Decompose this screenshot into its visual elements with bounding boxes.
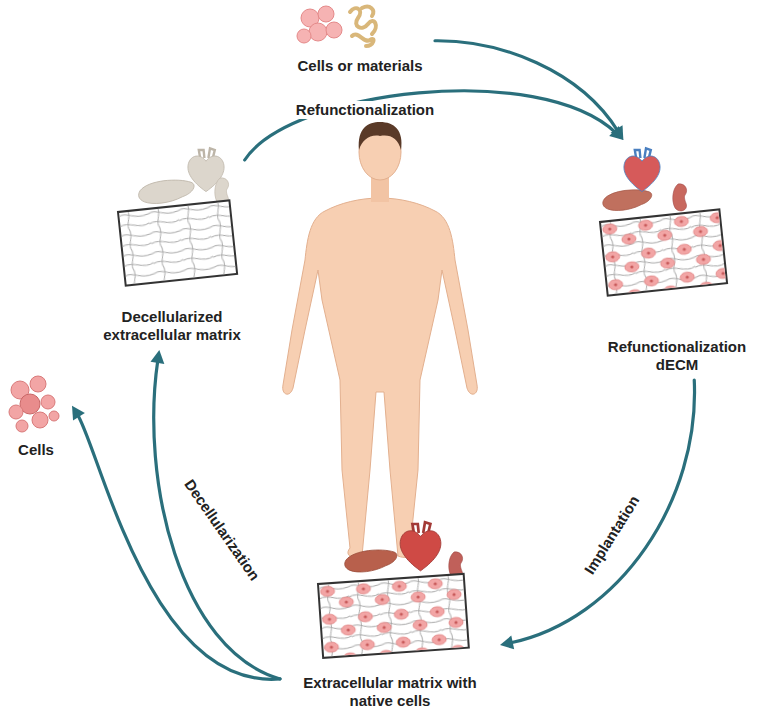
- cycle-arrow: [150, 350, 280, 679]
- arrow-head: [500, 636, 514, 650]
- person-figure: [283, 122, 478, 557]
- cycle-arrow: [72, 406, 280, 679]
- arrow-line: [435, 41, 618, 132]
- node-label: Decellularized extracellular matrix: [92, 308, 252, 344]
- arrow-head: [150, 350, 164, 364]
- arrow-head: [611, 125, 624, 140]
- figure-node: Refunctionalization dECM: [596, 140, 758, 380]
- cycle-arrow: [245, 91, 624, 160]
- figure-node: Extracellular matrix with native cells: [280, 520, 500, 716]
- figure-node: Cells: [0, 370, 72, 465]
- arrow-line: [154, 360, 280, 679]
- refunctionalized-matrix: [600, 209, 727, 295]
- arrow-head: [72, 406, 85, 421]
- edge-label: Refunctionalization: [293, 101, 437, 119]
- decellularized-organs: [139, 148, 229, 204]
- arrow-line: [77, 414, 280, 679]
- node-label: Cells: [1, 441, 71, 459]
- node-label: Refunctionalization dECM: [596, 338, 758, 374]
- figure-node: Cells or materials: [285, 3, 435, 81]
- refunctionalized-organs: [603, 148, 687, 210]
- figure-node: Decellularized extracellular matrix: [92, 160, 252, 350]
- node-label: Extracellular matrix with native cells: [280, 674, 500, 710]
- native-organs: [345, 522, 463, 579]
- released-cells: [9, 376, 59, 432]
- cycle-arrow: [500, 380, 695, 649]
- cycle-arrow: [435, 41, 623, 140]
- arrow-line: [245, 91, 616, 160]
- edge-label: Implantation: [579, 490, 645, 580]
- edge-label: Decellularization: [179, 474, 266, 587]
- arrow-line: [510, 380, 695, 643]
- materials-icon: [350, 7, 376, 46]
- node-label: Cells or materials: [285, 57, 435, 75]
- cells-icon: [297, 6, 342, 43]
- decellularized-matrix: [118, 200, 237, 285]
- native-matrix: [318, 574, 469, 658]
